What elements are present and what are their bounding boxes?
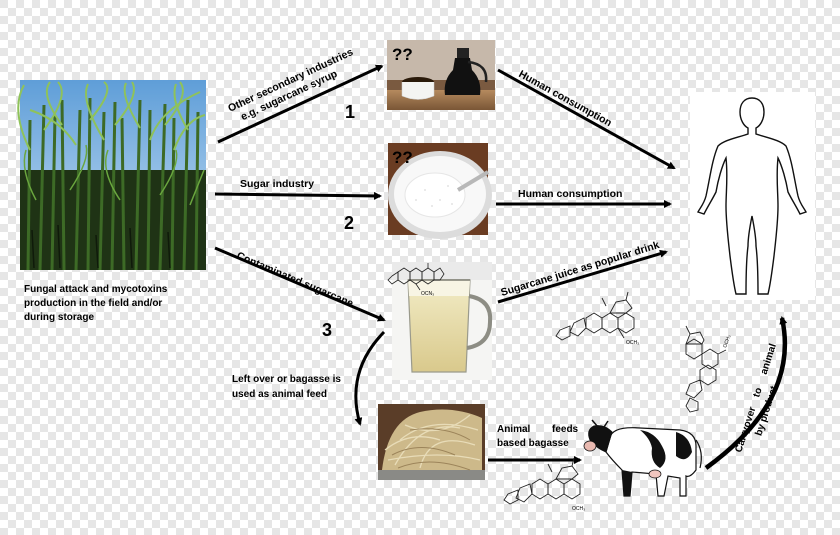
pathway-number-3: 3 — [322, 320, 332, 340]
flow-arrows — [214, 64, 788, 470]
arrow-syrup-to-human — [497, 68, 676, 170]
pathway-number-1: 1 — [345, 102, 355, 122]
mycotoxin-structure-bottom — [503, 457, 581, 505]
methoxy-label-small: OCN₃ — [421, 291, 434, 297]
arrow-juice-to-bagasse — [354, 330, 386, 426]
methoxy-label-right: OCH₃ — [722, 334, 732, 348]
label-sugarcane-juice-drink: Sugarcane juice as popular drink — [499, 239, 661, 299]
label-human-consumption-sugar: Human consumption — [518, 188, 622, 200]
human-outline — [690, 92, 815, 300]
label-fungal-attack: Fungal attack and mycotoxins production … — [24, 284, 170, 323]
label-leftover-bagasse: Left over or bagasse is used as animal f… — [232, 374, 344, 400]
label-sugar-industry: Sugar industry — [240, 178, 314, 190]
pathway-number-2: 2 — [344, 213, 354, 233]
arrow-field-to-sugar — [214, 191, 382, 200]
sugarcane-syrup-image — [387, 40, 495, 110]
arrow-juice-to-human — [497, 249, 668, 304]
arrow-cow-to-human — [704, 316, 788, 470]
label-human-consumption-syrup: Human consumption — [517, 68, 614, 129]
methoxy-label-juice: OCH₃ — [626, 340, 639, 346]
label-contaminated-sugarcane: Contaminated sugarcane — [235, 250, 355, 310]
sugarcane-juice-image — [392, 262, 493, 380]
methoxy-label-bottom: OCH₃ — [572, 506, 585, 512]
mycotoxin-structure-juice — [555, 291, 635, 341]
unknown-mark-syrup: ?? — [392, 45, 413, 64]
mycotoxin-structure-small — [387, 263, 445, 291]
sugar-bowl-image — [388, 143, 492, 239]
arrow-field-to-juice — [214, 246, 386, 322]
arrow-field-to-syrup — [217, 64, 384, 144]
sugarcane-field-image — [17, 80, 206, 271]
mycotoxin-structure-right — [685, 325, 727, 413]
bagasse-image — [378, 404, 485, 480]
cow-illustration — [583, 419, 702, 497]
label-animal-feeds: Animal feeds based bagasse — [497, 424, 581, 449]
unknown-mark-sugar: ?? — [392, 148, 413, 167]
